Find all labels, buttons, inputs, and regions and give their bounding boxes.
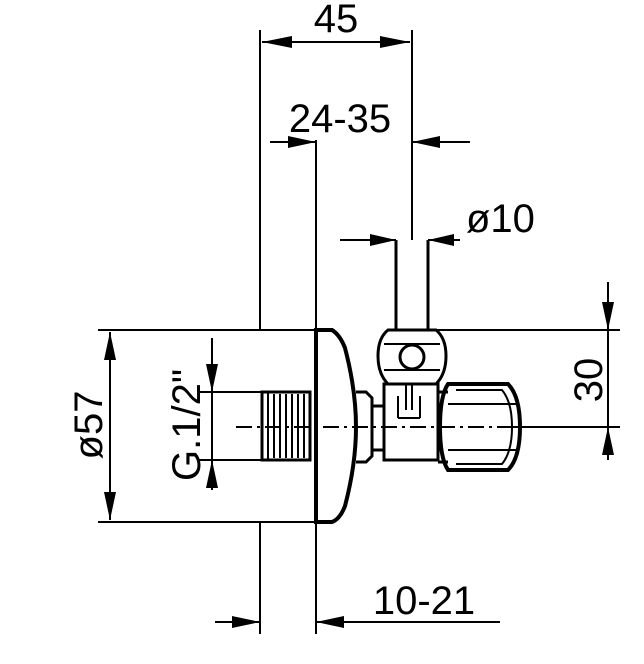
dimension-adjust-range-label: 24-35 bbox=[289, 97, 391, 141]
valve-handle bbox=[437, 382, 523, 472]
valve-body bbox=[356, 382, 440, 464]
dimension-thread: G.1/2" bbox=[165, 338, 262, 490]
rosette bbox=[314, 328, 359, 524]
threaded-inlet bbox=[260, 390, 312, 462]
dimension-adjust-range: 24-35 bbox=[270, 97, 470, 330]
dimension-thread-label: G.1/2" bbox=[165, 369, 209, 481]
compression-nut bbox=[376, 328, 448, 386]
dimension-rosette-diameter-label: ø57 bbox=[67, 391, 111, 460]
dimension-rosette-diameter: ø57 bbox=[67, 329, 330, 523]
outlet-tube bbox=[394, 240, 430, 330]
dimension-outlet-height-label: 30 bbox=[567, 358, 611, 403]
dimension-outlet-diameter-label: ø10 bbox=[466, 197, 535, 241]
dimension-depth-range-label: 10-21 bbox=[373, 579, 475, 623]
dimension-overall-width: 45 bbox=[259, 0, 413, 330]
dimension-outlet-diameter: ø10 bbox=[340, 197, 535, 246]
dimension-overall-width-label: 45 bbox=[314, 0, 359, 41]
dimension-depth-range: 10-21 bbox=[215, 522, 500, 634]
